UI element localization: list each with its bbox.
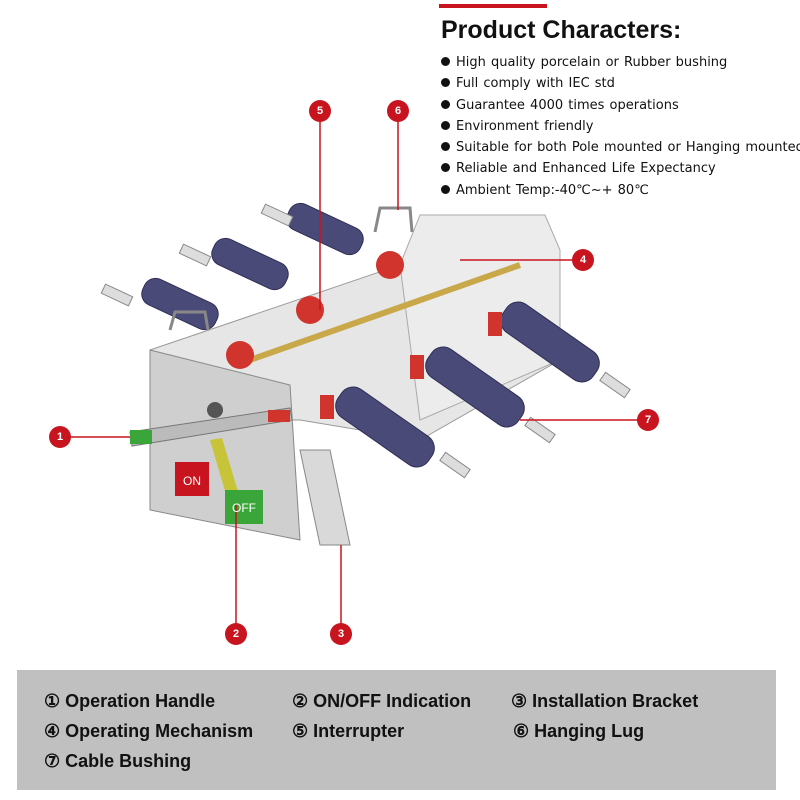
hanging-lug	[373, 206, 414, 233]
list-item: Reliable and Enhanced Life Expectancy	[441, 158, 800, 179]
bullet-icon	[441, 78, 450, 88]
top-bushings	[141, 202, 364, 331]
characteristics-title: Product Characters:	[441, 16, 682, 44]
cable-terminals	[439, 371, 631, 479]
callout-1: 1	[49, 426, 71, 448]
bullet-icon	[441, 120, 450, 130]
installation-bracket	[299, 449, 351, 546]
legend-item: ③ Installation Bracket	[511, 691, 699, 711]
list-item: Guarantee 4000 times operations	[441, 95, 800, 116]
callout-7: 7	[637, 409, 659, 431]
list-item: Environment friendly	[441, 116, 800, 137]
list-item: High quality porcelain or Rubber bushing	[441, 52, 800, 73]
interrupters	[226, 251, 404, 369]
operating-shaft	[249, 262, 521, 363]
bullet-icon	[441, 142, 450, 152]
bullet-icon	[441, 163, 450, 173]
callout-6: 6	[387, 100, 409, 122]
handle-green-tip	[130, 430, 152, 444]
callout-4: 4	[572, 249, 594, 271]
handle-red-tip	[268, 410, 290, 422]
callout-3: 3	[330, 623, 352, 645]
legend-item: ② ON/OFF Indication	[292, 691, 472, 711]
callout-2: 2	[225, 623, 247, 645]
hanging-lug	[168, 310, 210, 331]
off-indicator	[225, 490, 263, 524]
bullet-icon	[441, 184, 450, 194]
bushing-flanges	[320, 312, 502, 419]
legend-item: ④ Operating Mechanism	[44, 721, 254, 741]
legend-item: ⑦ Cable Bushing	[44, 751, 192, 771]
legend-panel: ① Operation Handle ② ON/OFF Indication ③…	[17, 670, 776, 790]
cable-bushings	[335, 301, 600, 468]
leader-lines	[70, 121, 638, 624]
list-item: Ambient Temp:-40℃~+ 80℃	[441, 180, 800, 201]
legend-item: ⑥ Hanging Lug	[513, 721, 645, 741]
pivot	[207, 402, 223, 418]
off-label: OFF	[232, 501, 256, 515]
title-accent-bar	[439, 4, 547, 8]
top-terminals	[100, 203, 294, 307]
on-indicator	[175, 462, 209, 496]
list-item: Suitable for both Pole mounted or Hangin…	[441, 137, 800, 158]
list-item: Full comply with IEC std	[441, 73, 800, 94]
legend-item: ⑤ Interrupter	[292, 721, 405, 741]
legend-item: ① Operation Handle	[44, 691, 216, 711]
characteristics-list: High quality porcelain or Rubber bushing…	[441, 52, 800, 201]
bullet-icon	[441, 99, 450, 109]
switch-illustration	[70, 121, 638, 624]
bullet-icon	[441, 57, 450, 66]
callout-5: 5	[309, 100, 331, 122]
on-label: ON	[183, 474, 201, 488]
